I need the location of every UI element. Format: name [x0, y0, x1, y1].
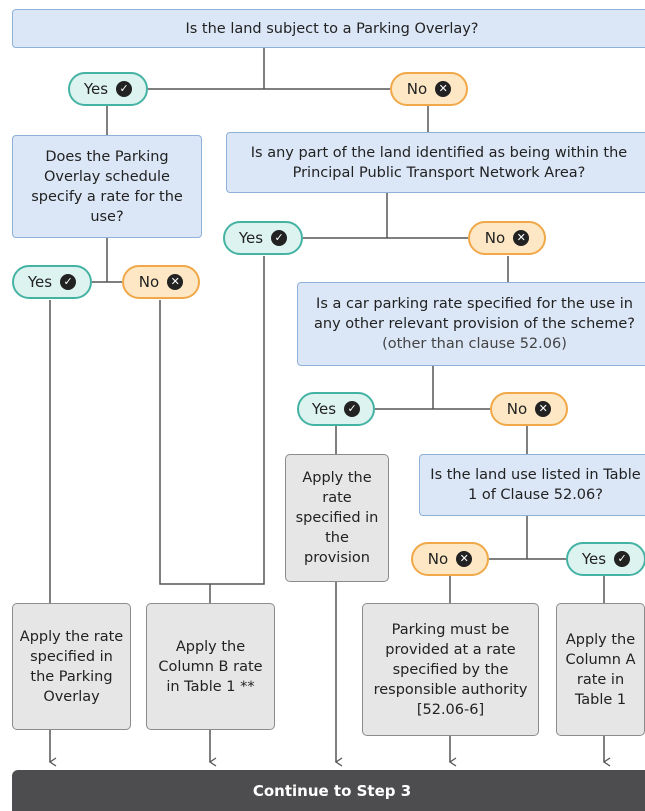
no-label: No — [506, 400, 528, 418]
question-other-provision-text: Is a car parking rate specified for the … — [304, 294, 645, 354]
question-overlay-schedule-text: Does the Parking Overlay schedule specif… — [31, 148, 183, 225]
result-apply-provision-rate: Apply the rate specified in the provisio… — [285, 454, 389, 582]
question-ppta-text: Is any part of the land identified as be… — [250, 144, 628, 181]
no-label: No — [484, 229, 506, 247]
result-apply-overlay-rate: Apply the rate specified in the Parking … — [12, 603, 131, 730]
question-parking-overlay-text: Is the land subject to a Parking Overlay… — [185, 20, 479, 37]
result-apply-overlay-rate-text: Apply the rate specified in the Parking … — [19, 628, 124, 705]
question-table-1-text: Is the land use listed in Table 1 of Cla… — [430, 467, 641, 503]
result-apply-provision-rate-text: Apply the rate specified in the provisio… — [295, 470, 379, 566]
result-apply-column-b-text: Apply the Column B rate in Table 1 ** — [158, 638, 263, 695]
check-circle-icon: ✓ — [614, 551, 631, 567]
x-circle-icon: ✕ — [435, 81, 452, 97]
yes-label: Yes — [83, 80, 109, 98]
x-circle-icon: ✕ — [456, 551, 473, 567]
x-circle-icon: ✕ — [535, 401, 552, 417]
no-label: No — [427, 550, 449, 568]
x-circle-icon: ✕ — [513, 230, 530, 246]
check-circle-icon: ✓ — [271, 230, 288, 246]
check-circle-icon: ✓ — [60, 274, 77, 290]
yes-pill-schedule: Yes ✓ — [12, 265, 92, 299]
x-circle-icon: ✕ — [167, 274, 184, 290]
yes-label: Yes — [581, 550, 607, 568]
question-overlay-schedule: Does the Parking Overlay schedule specif… — [12, 135, 202, 238]
continue-step-3-bar: Continue to Step 3 — [12, 770, 645, 811]
no-pill-other-provision: No ✕ — [490, 392, 568, 426]
check-circle-icon: ✓ — [116, 81, 133, 97]
question-parking-overlay: Is the land subject to a Parking Overlay… — [12, 9, 645, 48]
question-ppta: Is any part of the land identified as be… — [226, 132, 645, 193]
question-other-provision-main: Is a car parking rate specified for the … — [314, 296, 635, 332]
result-apply-column-b: Apply the Column B rate in Table 1 ** — [146, 603, 275, 730]
question-table-1: Is the land use listed in Table 1 of Cla… — [419, 454, 645, 516]
yes-pill-other-provision: Yes ✓ — [297, 392, 375, 426]
no-pill-table-1: No ✕ — [411, 542, 489, 576]
yes-label: Yes — [238, 229, 264, 247]
no-label: No — [138, 273, 160, 291]
yes-pill-overlay: Yes ✓ — [68, 72, 148, 106]
result-apply-column-a-text: Apply the Column A rate in Table 1 — [565, 631, 636, 708]
question-other-provision: Is a car parking rate specified for the … — [297, 282, 645, 366]
result-responsible-authority-text: Parking must be provided at a rate speci… — [373, 621, 528, 718]
result-apply-column-a: Apply the Column A rate in Table 1 — [556, 603, 645, 736]
yes-pill-table-1: Yes ✓ — [566, 542, 645, 576]
continue-step-3-text: Continue to Step 3 — [252, 781, 412, 800]
no-pill-ppta: No ✕ — [468, 221, 546, 255]
check-circle-icon: ✓ — [344, 401, 361, 417]
no-pill-overlay: No ✕ — [390, 72, 468, 106]
result-responsible-authority: Parking must be provided at a rate speci… — [362, 603, 539, 736]
yes-pill-ppta: Yes ✓ — [223, 221, 303, 255]
no-label: No — [406, 80, 428, 98]
question-other-provision-note: (other than clause 52.06) — [382, 336, 567, 352]
no-pill-schedule: No ✕ — [122, 265, 200, 299]
yes-label: Yes — [27, 273, 53, 291]
yes-label: Yes — [311, 400, 337, 418]
